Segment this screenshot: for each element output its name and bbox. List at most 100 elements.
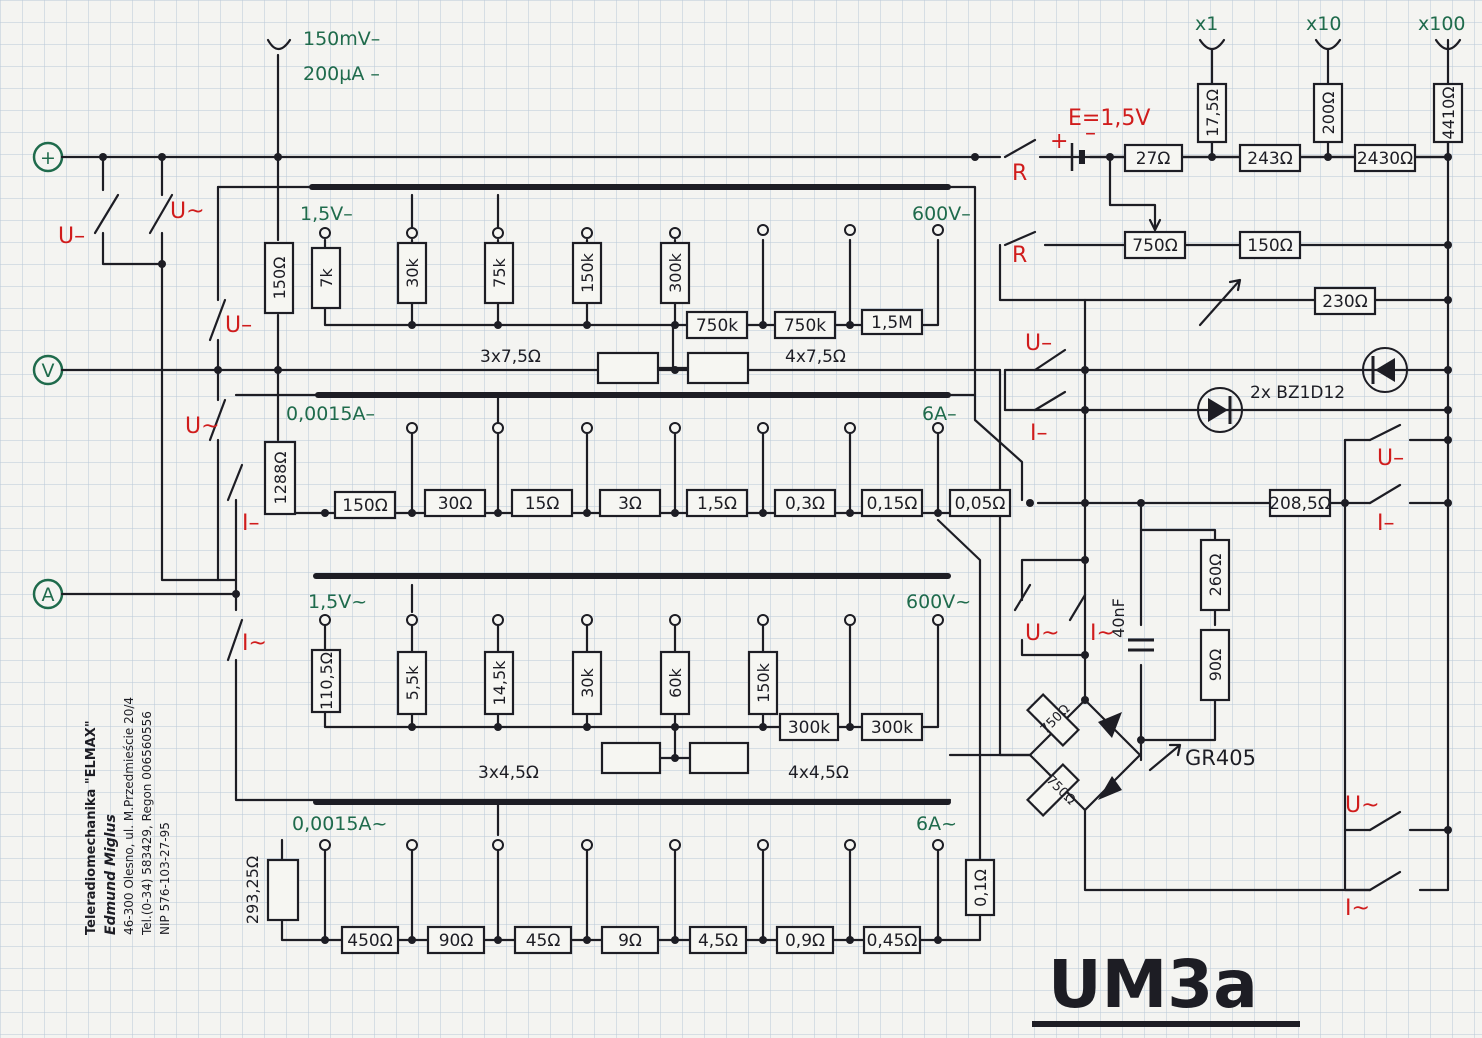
resistor-750k-b xyxy=(773,310,837,340)
svg-text:150k: 150k xyxy=(578,252,597,293)
svg-text:230Ω: 230Ω xyxy=(1322,292,1367,312)
resistor-3-dca xyxy=(598,488,662,518)
svg-text:200Ω: 200Ω xyxy=(1319,92,1338,135)
resistor-208-5 xyxy=(1268,488,1332,518)
switch-label-i-ac: I~ xyxy=(242,631,267,656)
range-x10: x10 xyxy=(1306,13,1341,35)
zener-diode-icon xyxy=(1197,387,1243,433)
resistor-14-5k xyxy=(483,650,515,716)
resistor-divider-ac-a xyxy=(600,741,662,775)
diode-icon xyxy=(1098,776,1122,800)
divider-note-dc-b: 4x7,5Ω xyxy=(785,347,846,367)
svg-text:60k: 60k xyxy=(666,667,685,697)
svg-text:Tel.(0-34) 583429, Regon 00656: Tel.(0-34) 583429, Regon 006560556 xyxy=(140,711,154,936)
input-jack-icon xyxy=(266,38,292,51)
svg-text:750Ω: 750Ω xyxy=(1132,236,1177,256)
resistor-divider-dc-a xyxy=(596,351,660,385)
resistor-150k-ac xyxy=(747,650,779,716)
resistor-60k xyxy=(659,650,691,716)
svg-text:300k: 300k xyxy=(871,718,913,738)
divider-note-dc-a: 3x7,5Ω xyxy=(480,347,541,367)
svg-text:150k: 150k xyxy=(754,662,773,703)
variable-resistor-icon xyxy=(1198,278,1242,327)
dca-section xyxy=(263,393,1332,520)
resistor-0-05-dca xyxy=(948,488,1012,518)
resistor-15-dca xyxy=(510,488,574,518)
svg-text:0,3Ω: 0,3Ω xyxy=(785,494,825,514)
switch-label-u-dc: U– xyxy=(58,224,85,249)
svg-text:40nF: 40nF xyxy=(1109,598,1128,638)
resistor-30k-ac xyxy=(571,650,603,716)
resistor-1-5m xyxy=(860,308,924,336)
junctions xyxy=(99,153,1452,944)
resistor-9 xyxy=(600,925,660,955)
svg-text:V: V xyxy=(42,360,55,382)
resistor-293-25 xyxy=(266,858,300,922)
svg-text:27Ω: 27Ω xyxy=(1136,149,1171,169)
svg-text:110,5Ω: 110,5Ω xyxy=(317,652,336,710)
resistor-30-dca xyxy=(423,488,487,518)
svg-text:750k: 750k xyxy=(784,316,826,336)
resistor-0-9 xyxy=(775,925,835,955)
resistor-2430 xyxy=(1353,143,1417,173)
range-x100: x100 xyxy=(1418,13,1466,35)
svg-text:46-300 Olesno, ul. M.Przedmieś: 46-300 Olesno, ul. M.Przedmieście 20/4 xyxy=(122,697,136,935)
switch-label-r: R xyxy=(1012,161,1027,186)
range-acv-low: 1,5V~ xyxy=(308,591,367,613)
svg-text:2430Ω: 2430Ω xyxy=(1357,149,1413,169)
battery-minus: – xyxy=(1085,121,1096,146)
svg-text:300k: 300k xyxy=(788,718,830,738)
svg-text:150Ω: 150Ω xyxy=(270,257,289,300)
diode-icon xyxy=(1098,712,1122,738)
resistor-90-ac xyxy=(1199,628,1231,702)
resistor-1-5-dca xyxy=(685,488,749,518)
divider-note-ac-a: 3x4,5Ω xyxy=(478,763,539,783)
resistor-260 xyxy=(1199,538,1231,612)
svg-text:300k: 300k xyxy=(666,252,685,293)
svg-text:3Ω: 3Ω xyxy=(618,494,642,514)
switch-label-u-dc-2: U– xyxy=(225,313,252,338)
resistor-150-top xyxy=(263,241,295,315)
resistor-divider-dc-b xyxy=(686,351,750,385)
svg-text:A: A xyxy=(42,584,55,606)
svg-text:0,9Ω: 0,9Ω xyxy=(785,931,825,951)
resistor-5-5k xyxy=(396,650,428,716)
switch-label-i-dc: I– xyxy=(242,511,260,536)
svg-text:Edmund Miglus: Edmund Miglus xyxy=(103,814,119,935)
terminal-plus: + xyxy=(32,141,64,173)
svg-text:Teleradiomechanika "ELMAX": Teleradiomechanika "ELMAX" xyxy=(84,720,99,935)
switches xyxy=(93,38,1462,892)
divider-note-ac-b: 4x4,5Ω xyxy=(788,763,849,783)
bridge-label: GR405 xyxy=(1185,746,1256,770)
resistor-45 xyxy=(513,925,573,955)
svg-text:90Ω: 90Ω xyxy=(439,931,474,951)
range-200ua: 200µA – xyxy=(303,63,380,85)
resistor-17-5 xyxy=(1196,82,1228,144)
resistor-200 xyxy=(1312,82,1344,144)
range-acv-high: 600V~ xyxy=(906,591,971,613)
bridge-arrow-icon xyxy=(1148,743,1182,772)
switch-label-u-ac-4: U~ xyxy=(1345,793,1380,818)
battery-plus: + xyxy=(1050,129,1068,154)
resistor-4410 xyxy=(1432,82,1464,144)
range-aca-low: 0,0015A~ xyxy=(292,813,387,835)
svg-text:208,5Ω: 208,5Ω xyxy=(1269,494,1331,514)
svg-text:150Ω: 150Ω xyxy=(342,496,387,516)
switch-label-u-ac-2: U~ xyxy=(185,414,220,439)
switch-label-u-ac: U~ xyxy=(170,199,205,224)
diagram-title: UM3a xyxy=(1048,946,1258,1023)
input-jack-icon xyxy=(1314,38,1342,51)
svg-text:4410Ω: 4410Ω xyxy=(1439,87,1458,140)
range-150mv: 150mV– xyxy=(303,28,380,50)
switch-label-i-dc-3: I– xyxy=(1377,511,1395,536)
svg-text:30k: 30k xyxy=(578,667,597,697)
ac-converter xyxy=(1025,347,1408,818)
resistor-27 xyxy=(1123,143,1184,173)
switch-label-i-dc-2: I– xyxy=(1030,421,1048,446)
svg-text:1288Ω: 1288Ω xyxy=(271,452,290,505)
resistor-150-dca xyxy=(333,490,397,520)
range-dca-high: 6A– xyxy=(922,403,957,425)
range-dca-low: 0,0015A– xyxy=(286,403,375,425)
